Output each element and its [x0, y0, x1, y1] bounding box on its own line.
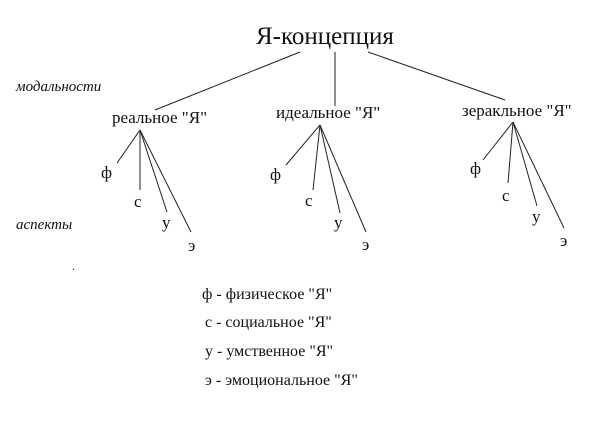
real-aspect-u: у: [162, 213, 171, 232]
edge-ideal-f: [285, 124, 321, 166]
legend-item-physical: ф - физическое "Я": [202, 286, 333, 303]
edge-root-mirror: [367, 51, 506, 101]
stray-dot: .: [72, 259, 75, 273]
modality-mirror: зеракльное "Я": [462, 101, 572, 120]
mirror-aspect-s: с: [502, 186, 510, 205]
edge-mirror-f: [482, 121, 514, 161]
ideal-aspect-u: у: [334, 213, 343, 232]
edge-ideal-e: [319, 124, 367, 233]
real-aspect-f: ф: [101, 163, 113, 182]
edge-real-e: [139, 129, 192, 233]
root-title: Я-концепция: [256, 23, 394, 50]
aspects-label: аспекты: [16, 217, 73, 233]
edge-mirror-s: [507, 121, 514, 184]
edge-real-u: [139, 129, 168, 213]
edge-mirror-u: [512, 121, 538, 207]
legend-item-emotional: э - эмоциональное "Я": [205, 372, 358, 389]
mirror-aspect-e: э: [560, 231, 568, 250]
mirror-aspect-u: у: [532, 207, 541, 226]
modality-ideal: идеальное "Я": [276, 103, 381, 122]
ideal-aspect-s: с: [305, 191, 313, 210]
legend-item-social: с - социальное "Я": [205, 314, 332, 331]
modalities-label: модальности: [16, 79, 102, 95]
edge-root-real: [154, 51, 301, 111]
edge-ideal-s: [312, 124, 321, 191]
mirror-aspect-f: ф: [470, 159, 482, 178]
modality-real: реальное "Я": [112, 108, 208, 127]
edge-mirror-e: [512, 121, 565, 229]
edge-real-f: [116, 129, 141, 164]
legend-item-mental: у - умственное "Я": [205, 343, 334, 360]
edge-ideal-u: [319, 124, 341, 214]
real-aspect-s: с: [134, 192, 142, 211]
ideal-aspect-e: э: [362, 235, 370, 254]
real-aspect-e: э: [188, 236, 196, 255]
ideal-aspect-f: ф: [270, 165, 282, 184]
